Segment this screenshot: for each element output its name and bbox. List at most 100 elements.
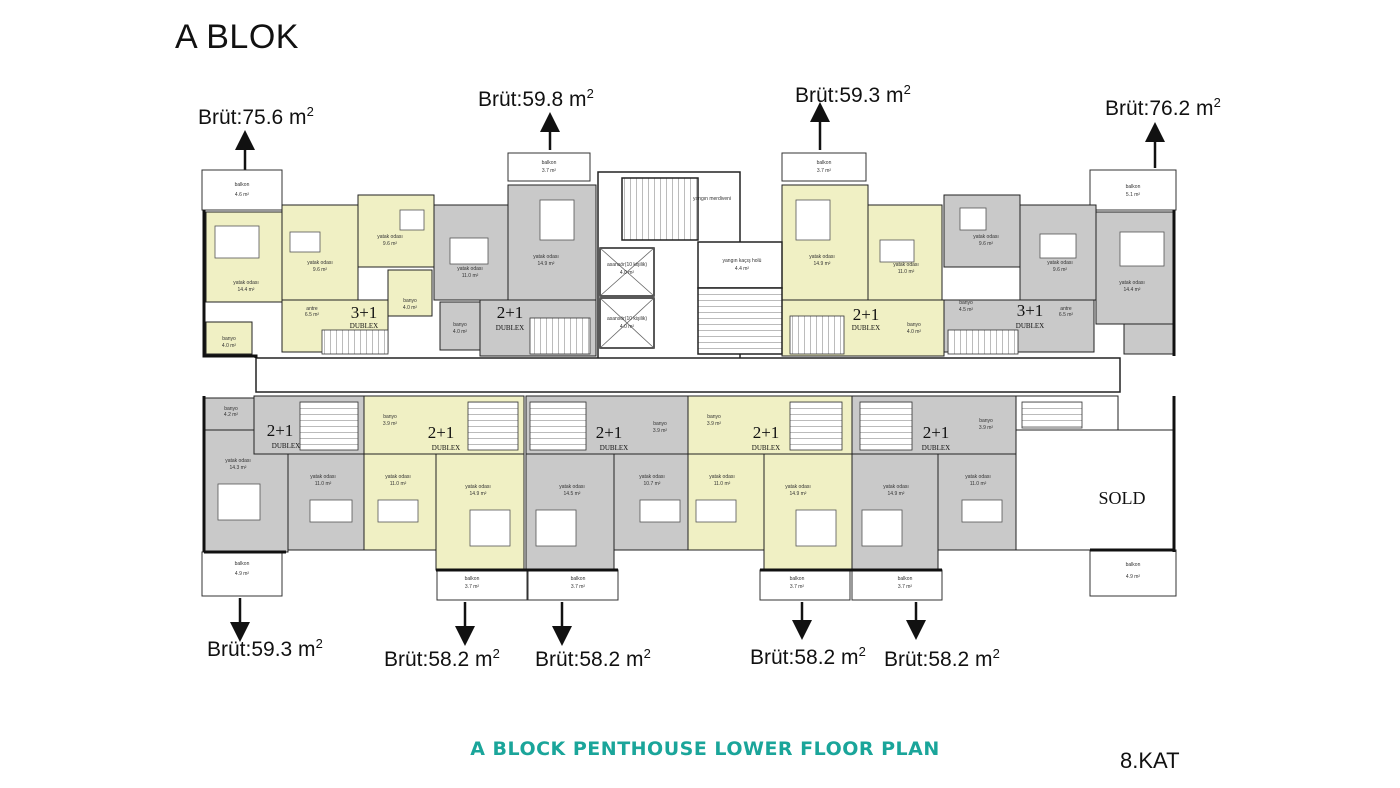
svg-text:yatak odası: yatak odası — [965, 474, 991, 480]
area-label-top-1: Brüt:75.6 m — [198, 104, 314, 130]
svg-text:11.0 m²: 11.0 m² — [714, 481, 731, 487]
balcony-9 — [851, 569, 943, 601]
area-label-bottom-5: Brüt:58.2 m — [884, 646, 1000, 672]
svg-text:14.9 m²: 14.9 m² — [888, 491, 905, 497]
svg-text:3.9 m²: 3.9 m² — [383, 421, 398, 427]
svg-text:DUBLEX: DUBLEX — [852, 324, 880, 332]
svg-text:yangın merdiveni: yangın merdiveni — [693, 196, 731, 202]
svg-text:asansör(10 kişilik): asansör(10 kişilik) — [607, 262, 647, 268]
balcony-7 — [527, 569, 619, 601]
svg-text:3.7 m²: 3.7 m² — [790, 584, 805, 590]
svg-text:DUBLEX: DUBLEX — [600, 444, 628, 452]
svg-text:3.7 m²: 3.7 m² — [465, 584, 480, 590]
svg-text:6.5 m²: 6.5 m² — [1059, 312, 1074, 318]
svg-text:DUBLEX: DUBLEX — [922, 444, 950, 452]
svg-text:11.0 m²: 11.0 m² — [970, 481, 987, 487]
svg-text:yatak odası: yatak odası — [533, 254, 559, 260]
svg-text:balkon: balkon — [571, 576, 586, 582]
area-label-top-3: Brüt:59.3 m — [795, 82, 911, 108]
top-unit-1-bedroom-3 — [357, 194, 435, 268]
unit-type-6: 2+1 — [428, 423, 455, 442]
svg-text:14.9 m²: 14.9 m² — [470, 491, 487, 497]
svg-text:3.7 m²: 3.7 m² — [571, 584, 586, 590]
svg-text:4.0 m²: 4.0 m² — [403, 305, 418, 311]
svg-text:yatak odası: yatak odası — [307, 260, 333, 266]
escape-hall — [697, 241, 783, 289]
svg-text:yatak odası: yatak odası — [465, 484, 491, 490]
svg-text:14.9 m²: 14.9 m² — [790, 491, 807, 497]
svg-text:DUBLEX: DUBLEX — [432, 444, 460, 452]
svg-text:3.9 m²: 3.9 m² — [707, 421, 722, 427]
plan-title: A BLOCK PENTHOUSE LOWER FLOOR PLAN — [470, 738, 940, 760]
balcony-6 — [436, 569, 528, 601]
svg-text:yatak odası: yatak odası — [639, 474, 665, 480]
svg-text:14.9 m²: 14.9 m² — [538, 261, 555, 267]
area-label-bottom-2: Brüt:58.2 m — [384, 646, 500, 672]
unit-type-5: 2+1 — [267, 421, 294, 440]
page-title: A BLOK — [175, 18, 299, 56]
unit-type-8: 2+1 — [753, 423, 780, 442]
svg-text:banyo: banyo — [453, 322, 467, 328]
svg-text:9.6 m²: 9.6 m² — [313, 267, 328, 273]
svg-text:14.4 m²: 14.4 m² — [1124, 287, 1141, 293]
svg-text:4.4 m²: 4.4 m² — [735, 266, 750, 272]
svg-text:banyo: banyo — [907, 322, 921, 328]
svg-text:banyo: banyo — [653, 421, 667, 427]
svg-text:yatak odası: yatak odası — [709, 474, 735, 480]
svg-text:banyo: banyo — [959, 300, 973, 306]
top-unit-1-bath — [205, 321, 253, 355]
svg-text:antre: antre — [306, 306, 318, 312]
svg-text:5.1 m²: 5.1 m² — [1126, 192, 1141, 198]
svg-text:balkon: balkon — [1126, 562, 1141, 568]
svg-text:9.6 m²: 9.6 m² — [383, 241, 398, 247]
svg-text:6.5 m²: 6.5 m² — [305, 312, 320, 318]
svg-text:banyo: banyo — [707, 414, 721, 420]
svg-text:banyo: banyo — [224, 406, 238, 412]
svg-text:yatak odası: yatak odası — [310, 474, 336, 480]
svg-text:DUBLEX: DUBLEX — [496, 324, 524, 332]
svg-text:9.6 m²: 9.6 m² — [1053, 267, 1068, 273]
area-label-bottom-3: Brüt:58.2 m — [535, 646, 651, 672]
svg-text:yatak odası: yatak odası — [1047, 260, 1073, 266]
corridor — [255, 357, 1121, 393]
svg-text:4.2 m²: 4.2 m² — [224, 412, 239, 418]
svg-text:DUBLEX: DUBLEX — [752, 444, 780, 452]
svg-text:4.9 m²: 4.9 m² — [1126, 574, 1141, 580]
balcony-1 — [201, 169, 283, 211]
stair-right — [697, 287, 783, 355]
top-unit-4-bed-3 — [1095, 211, 1175, 325]
svg-text:yatak odası: yatak odası — [973, 234, 999, 240]
svg-text:14.5 m²: 14.5 m² — [564, 491, 581, 497]
svg-text:yangın kaçış holü: yangın kaçış holü — [723, 258, 762, 264]
balcony-4 — [1089, 169, 1177, 211]
svg-text:yatak odası: yatak odası — [559, 484, 585, 490]
svg-text:yatak odası: yatak odası — [385, 474, 411, 480]
top-unit-2-bath — [439, 301, 481, 351]
unit-type-7: 2+1 — [596, 423, 623, 442]
svg-text:balkon: balkon — [542, 160, 557, 166]
svg-text:banyo: banyo — [383, 414, 397, 420]
svg-text:banyo: banyo — [403, 298, 417, 304]
svg-text:3.9 m²: 3.9 m² — [653, 428, 668, 434]
svg-text:4.0 m²: 4.0 m² — [222, 343, 237, 349]
balcony-3 — [781, 152, 867, 182]
svg-text:yatak odası: yatak odası — [893, 262, 919, 268]
svg-text:4.9 m²: 4.9 m² — [235, 571, 250, 577]
svg-text:9.6 m²: 9.6 m² — [979, 241, 994, 247]
balcony-2 — [507, 152, 591, 182]
svg-text:11.0 m²: 11.0 m² — [898, 269, 915, 275]
top-unit-1-bedroom-2 — [281, 204, 359, 301]
svg-text:3.7 m²: 3.7 m² — [898, 584, 913, 590]
sold-label: SOLD — [1098, 488, 1145, 508]
area-label-top-2: Brüt:59.8 m — [478, 86, 594, 112]
svg-text:14.9 m²: 14.9 m² — [814, 261, 831, 267]
unit-type-3: 2+1 — [853, 305, 880, 324]
svg-text:3.9 m²: 3.9 m² — [979, 425, 994, 431]
svg-text:4.5 m²: 4.5 m² — [959, 307, 974, 313]
svg-text:14.3 m²: 14.3 m² — [230, 465, 247, 471]
unit-type-1: 3+1 — [351, 303, 378, 322]
balcony-10 — [1089, 549, 1177, 597]
svg-text:11.0 m²: 11.0 m² — [390, 481, 407, 487]
svg-text:4.0 m²: 4.0 m² — [907, 329, 922, 335]
